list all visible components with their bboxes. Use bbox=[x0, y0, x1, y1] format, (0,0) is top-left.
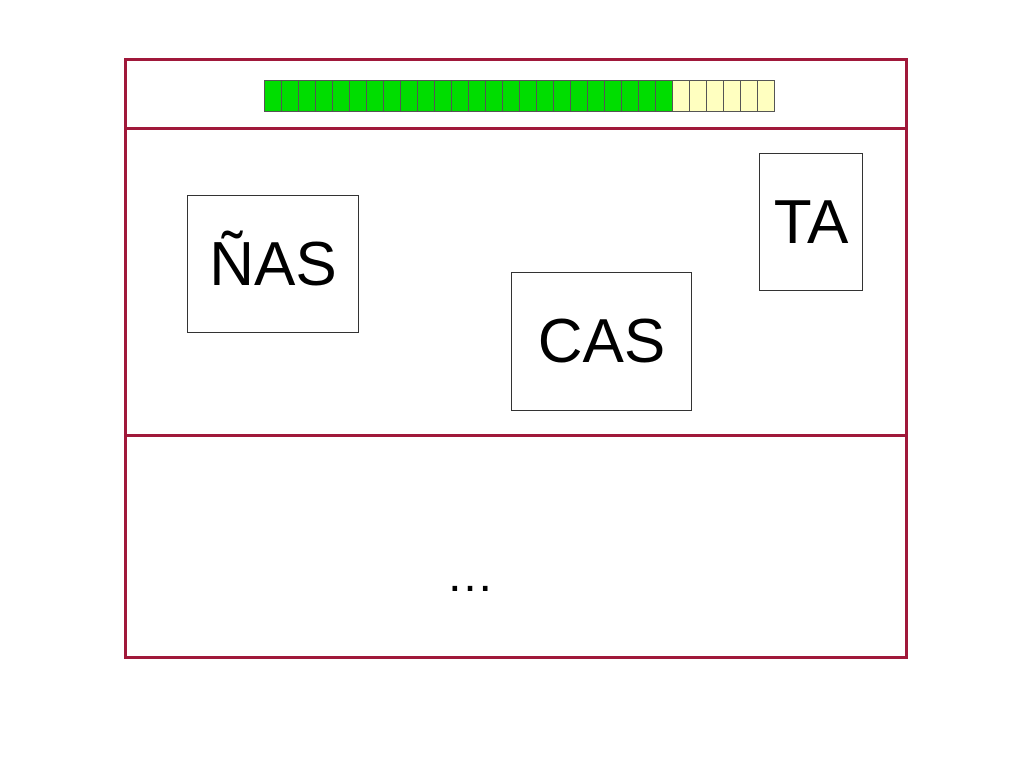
word-card-label: CAS bbox=[537, 307, 666, 376]
answer-area bbox=[124, 434, 908, 659]
progress-cell-complete bbox=[638, 80, 656, 112]
progress-cell-complete bbox=[604, 80, 622, 112]
progress-cell-complete bbox=[655, 80, 673, 112]
progress-cell-complete bbox=[451, 80, 469, 112]
progress-cell-complete bbox=[298, 80, 316, 112]
progress-cell-complete bbox=[519, 80, 537, 112]
progress-cell-complete bbox=[502, 80, 520, 112]
progress-cell-complete bbox=[349, 80, 367, 112]
word-card-cas[interactable]: CAS bbox=[511, 272, 692, 411]
progress-cell-complete bbox=[621, 80, 639, 112]
progress-cell-complete bbox=[587, 80, 605, 112]
progress-cell-complete bbox=[400, 80, 418, 112]
progress-cell-remaining bbox=[757, 80, 775, 112]
progress-cell-complete bbox=[536, 80, 554, 112]
word-card-label: TA bbox=[773, 187, 849, 257]
word-card-ta[interactable]: TA bbox=[759, 153, 863, 291]
progress-cell-remaining bbox=[689, 80, 707, 112]
progress-cell-complete bbox=[434, 80, 452, 112]
progress-cell-complete bbox=[570, 80, 588, 112]
progress-cell-complete bbox=[468, 80, 486, 112]
word-card-nas[interactable]: ÑAS bbox=[187, 195, 359, 333]
progress-bar bbox=[264, 80, 775, 112]
progress-cell-remaining bbox=[672, 80, 690, 112]
progress-cell-complete bbox=[485, 80, 503, 112]
progress-cell-remaining bbox=[740, 80, 758, 112]
progress-cell-remaining bbox=[723, 80, 741, 112]
progress-cell-complete bbox=[315, 80, 333, 112]
progress-cell-remaining bbox=[706, 80, 724, 112]
progress-cell-complete bbox=[264, 80, 282, 112]
progress-cell-complete bbox=[281, 80, 299, 112]
word-card-label: ÑAS bbox=[209, 229, 337, 299]
progress-cell-complete bbox=[553, 80, 571, 112]
progress-cell-complete bbox=[417, 80, 435, 112]
progress-cell-complete bbox=[383, 80, 401, 112]
ellipsis-placeholder: … bbox=[446, 549, 494, 602]
progress-cell-complete bbox=[332, 80, 350, 112]
progress-cell-complete bbox=[366, 80, 384, 112]
